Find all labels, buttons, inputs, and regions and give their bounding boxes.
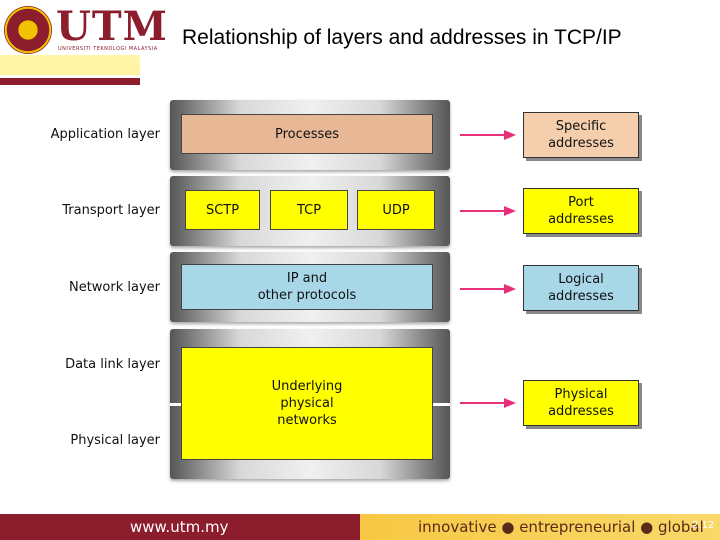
addr-line-2: addresses xyxy=(548,404,614,419)
processes-box: Processes xyxy=(181,114,433,154)
udp-box: UDP xyxy=(357,190,435,230)
port-addresses-box: Port addresses xyxy=(523,188,639,234)
addr-line-1: Physical xyxy=(554,387,608,402)
tcp-label: TCP xyxy=(296,202,322,218)
utm-seal-icon xyxy=(4,6,52,54)
specific-addresses-box: Specific addresses xyxy=(523,112,639,158)
label-application-layer: Application layer xyxy=(50,127,160,142)
physical-line-2: physical xyxy=(280,396,334,411)
page-number: 2.12 xyxy=(692,520,715,531)
transport-layer-frame: SCTP TCP UDP xyxy=(170,176,450,246)
sctp-box: SCTP xyxy=(185,190,260,230)
footer-url[interactable]: www.utm.my xyxy=(130,518,229,536)
footer: www.utm.my innovative ● entrepreneurial … xyxy=(0,514,720,540)
tcp-box: TCP xyxy=(270,190,348,230)
addr-line-1: Specific xyxy=(555,119,607,134)
sctp-label: SCTP xyxy=(205,202,240,218)
footer-left-band xyxy=(0,514,360,540)
logo-text: UTM xyxy=(56,3,168,50)
addr-line-2: addresses xyxy=(548,136,614,151)
ip-protocols-box: IP and other protocols xyxy=(181,264,433,310)
addr-line-1: Port xyxy=(568,195,594,210)
physical-line-1: Underlying xyxy=(271,379,343,394)
processes-label: Processes xyxy=(274,126,340,142)
footer-right-band xyxy=(360,514,720,540)
udp-label: UDP xyxy=(382,202,410,218)
network-line-1: IP and xyxy=(286,271,328,286)
application-layer-frame: Processes xyxy=(170,100,450,170)
header-accent-bar xyxy=(0,55,140,85)
network-layer-frame: IP and other protocols xyxy=(170,252,450,322)
arrow-right-icon xyxy=(460,398,516,408)
arrow-right-icon xyxy=(460,206,516,216)
footer-motto: innovative ● entrepreneurial ● global xyxy=(418,518,704,536)
logical-addresses-box: Logical addresses xyxy=(523,265,639,311)
link-physical-layer-frame: Underlying physical networks xyxy=(170,329,450,479)
addr-line-1: Logical xyxy=(558,272,604,287)
physical-networks-box: Underlying physical networks xyxy=(181,347,433,460)
physical-addresses-box: Physical addresses xyxy=(523,380,639,426)
label-physical-layer: Physical layer xyxy=(70,433,160,448)
utm-logo: UTM UNIVERSITI TEKNOLOGI MALAYSIA xyxy=(4,4,167,56)
arrow-right-icon xyxy=(460,130,516,140)
network-line-2: other protocols xyxy=(257,288,357,303)
slide-title: Relationship of layers and addresses in … xyxy=(182,26,622,49)
label-network-layer: Network layer xyxy=(68,280,160,295)
physical-line-3: networks xyxy=(277,413,337,428)
addr-line-2: addresses xyxy=(548,212,614,227)
label-data-link-layer: Data link layer xyxy=(65,357,160,372)
label-transport-layer: Transport layer xyxy=(62,203,160,218)
logo-subtext: UNIVERSITI TEKNOLOGI MALAYSIA xyxy=(58,46,158,52)
addr-line-2: addresses xyxy=(548,289,614,304)
arrow-right-icon xyxy=(460,284,516,294)
